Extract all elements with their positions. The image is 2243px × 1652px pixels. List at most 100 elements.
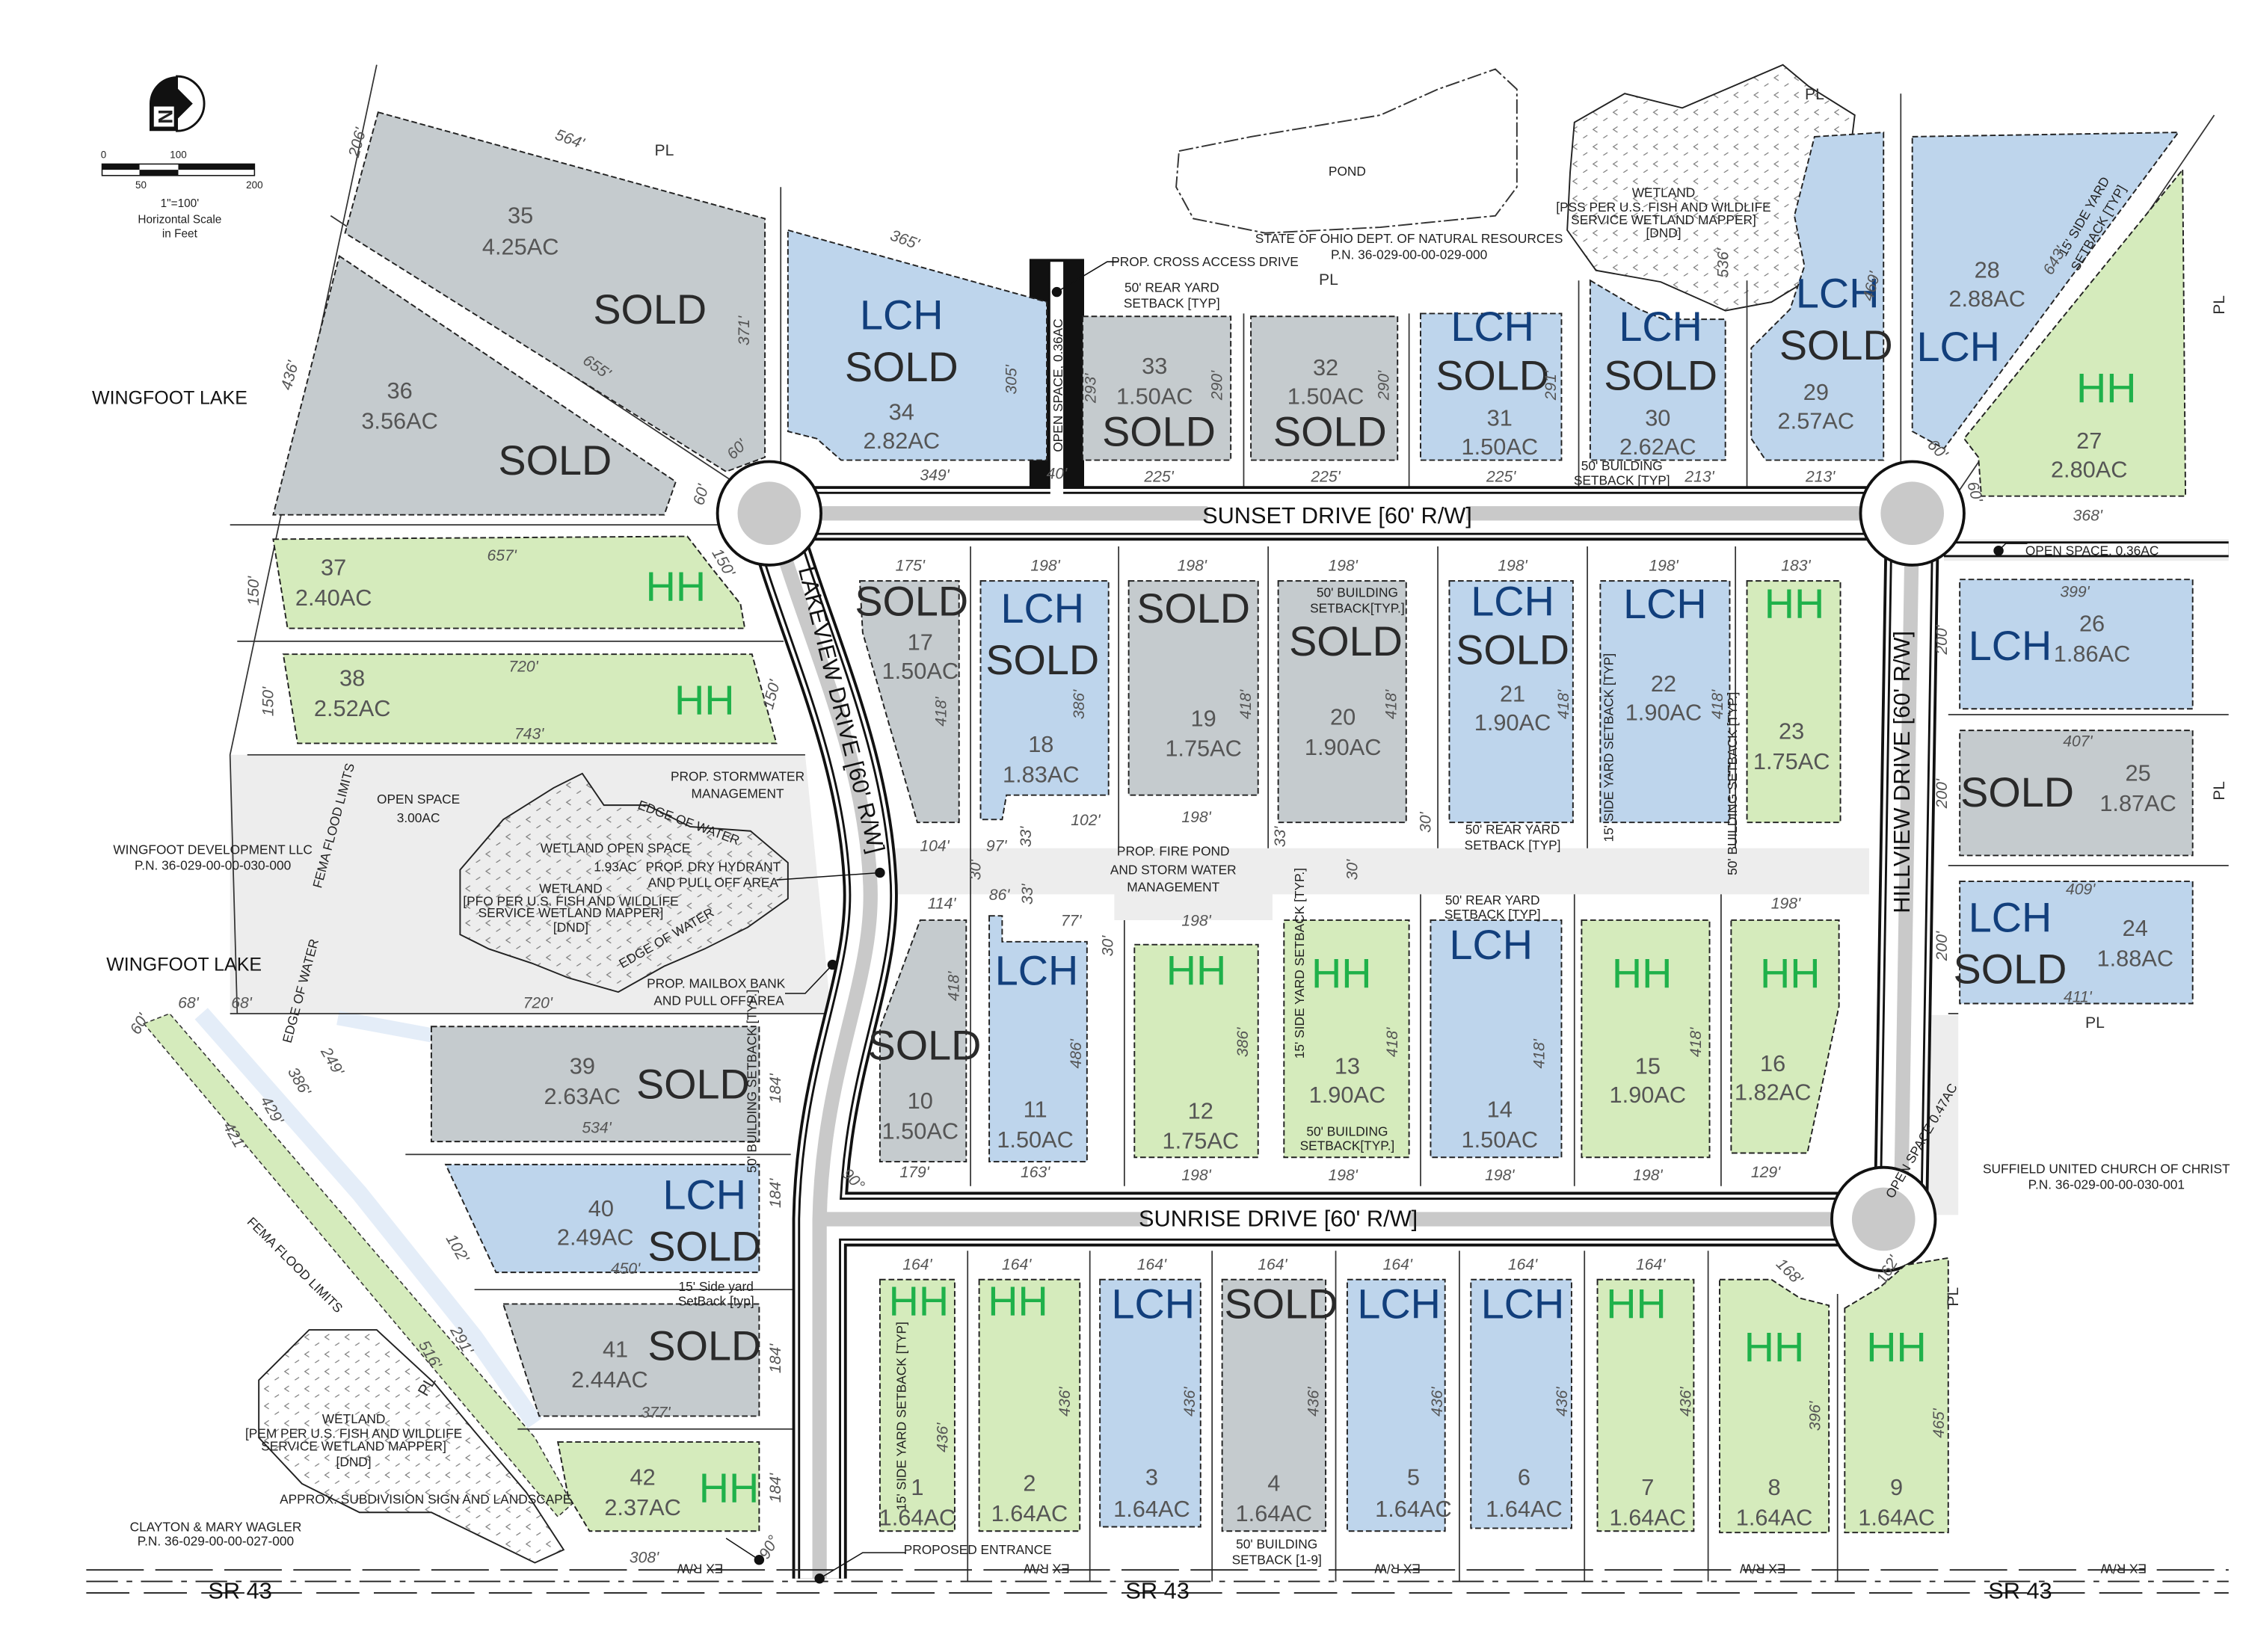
lot-boundary (879, 1278, 956, 1532)
lot-number: 37 (321, 554, 346, 580)
dimension-label: 184' (767, 1073, 784, 1103)
lot-status-sold: SOLD (1456, 627, 1569, 674)
lot-boundary (1599, 580, 1731, 824)
dimension-label: 164' (1002, 1256, 1032, 1273)
hillview-drive-label: HILLVIEW DRIVE [60' R/W] (1889, 631, 1915, 913)
lot-acreage: 1.64AC (1236, 1500, 1313, 1526)
dimension-label: 225' (1486, 468, 1516, 485)
dimension-label: 291' (1542, 370, 1560, 401)
lot-number: 31 (1487, 404, 1513, 431)
lot-number: 2 (1023, 1470, 1036, 1496)
lot-number: 14 (1487, 1096, 1513, 1122)
annotation-label: P.N. 36-029-00-00-030-001 (2028, 1177, 2185, 1192)
lot-status-sold: SOLD (1102, 408, 1216, 454)
dimension-label: 436' (1554, 1387, 1571, 1417)
lot-boundary (1346, 1278, 1446, 1532)
lot-boundary (1250, 315, 1399, 461)
lot-acreage: 1.75AC (1165, 736, 1242, 762)
annotation-label: P.N. 36-029-00-00-027-000 (138, 1534, 294, 1549)
lot-status-lch: LCH (1450, 303, 1534, 350)
dimension-label: 436' (1056, 1387, 1074, 1417)
lot-acreage: 1.64AC (1858, 1505, 1935, 1531)
lot-acreage: 3.56AC (361, 407, 438, 434)
annotation-label: 50' REAR YARD (1445, 893, 1540, 907)
annotation-label: WETLAND (1632, 185, 1696, 200)
ex-rw-labels: EX R/W EX R/W EX R/W EX R/W EX R/W (677, 1562, 2147, 1577)
dimension-label: 418' (1555, 689, 1572, 719)
pl-marker: PL (2211, 295, 2228, 315)
dimension-label: 198' (1181, 913, 1211, 930)
lot-number: 42 (630, 1464, 656, 1491)
dimension-label: 536' (1715, 247, 1732, 277)
annotation-label: 15' SIDE YARD SETBACK [TYP.] (1292, 868, 1307, 1058)
lot-number: 30 (1645, 404, 1670, 431)
annotation-label: 50' BUILDING (1306, 1124, 1388, 1138)
dimension-label: 30' (1417, 811, 1434, 833)
lot-boundary (1099, 1278, 1202, 1528)
lot-status-sold: SOLD (855, 578, 968, 624)
dimension-label: 436' (934, 1423, 951, 1452)
dimension-label: 175' (896, 558, 926, 575)
dimension-label: 164' (1383, 1256, 1413, 1273)
lot-boundary (1277, 580, 1407, 824)
lot-status-lch: LCH (1619, 303, 1702, 350)
dimension-labels: 206'564'436'655'371'365'305'60'60'349'40… (127, 126, 2103, 1567)
lot-status-hh: HH (1166, 948, 1227, 994)
lot-acreage: 1.88AC (2096, 946, 2173, 972)
lot-number: 36 (387, 377, 413, 404)
dimension-label: 200' (1933, 931, 1951, 961)
lot-status-hh: HH (1606, 1281, 1667, 1328)
dimension-label: 164' (902, 1256, 932, 1273)
lot-status-sold: SOLD (1604, 352, 1717, 398)
annotation-label: WINGFOOT LAKE (106, 954, 262, 975)
annotation-label: AND PULL OFF AREA (648, 875, 779, 890)
lot-boundary (1750, 132, 1885, 461)
lot-boundary (1283, 919, 1410, 1159)
dimension-label: 33' (1018, 826, 1035, 848)
annotation-label: STATE OF OHIO DEPT. OF NATURAL RESOURCES (1255, 231, 1563, 246)
lot-boundary (879, 919, 967, 1162)
